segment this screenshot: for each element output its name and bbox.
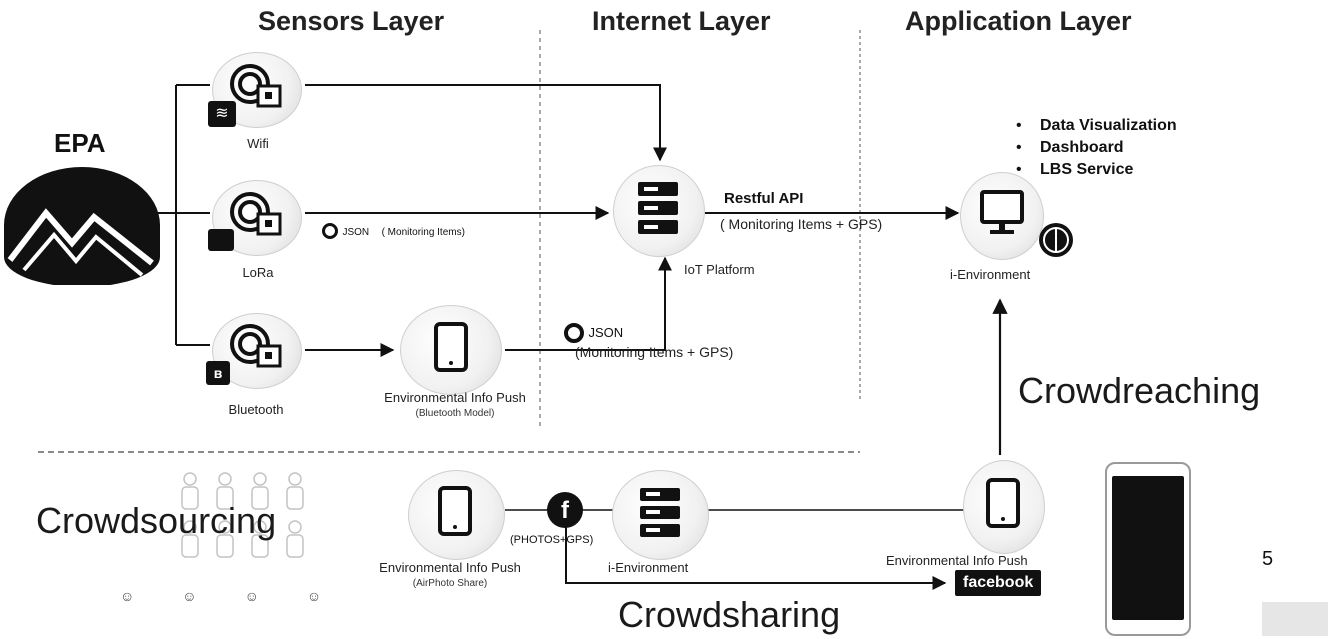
json-icon xyxy=(564,323,584,343)
application-layer-title: Application Layer xyxy=(905,6,1132,36)
internet-layer-title: Internet Layer xyxy=(592,6,771,36)
server-icon xyxy=(640,488,680,537)
bluetooth-json-text: (Monitoring Items + GPS) xyxy=(575,344,734,360)
env-push-right-label: Environmental Info Push xyxy=(886,553,1028,568)
sensor-icon xyxy=(230,324,282,368)
crowd-people-icon xyxy=(170,465,320,565)
tablet-icon xyxy=(438,486,472,536)
wifi-label: Wifi xyxy=(247,136,269,151)
i-environment-bottom-label: i-Environment xyxy=(608,560,689,575)
lora-json-tag: JSON xyxy=(342,227,370,238)
face-icons: ☺☺☺☺ xyxy=(120,588,370,604)
phone-screenshot xyxy=(1105,462,1191,636)
sensors-layer-title: Sensors Layer xyxy=(258,6,445,36)
epa-label: EPA xyxy=(54,128,106,158)
feature-item: Data Visualization xyxy=(1016,115,1177,137)
wifi-icon: ≋ xyxy=(208,101,236,127)
restful-api-title: Restful API xyxy=(724,190,804,207)
feature-item: LBS Service xyxy=(1016,159,1177,181)
i-environment-top-label: i-Environment xyxy=(950,267,1031,282)
corner-logo xyxy=(1262,602,1328,636)
monitor-icon xyxy=(980,190,1024,234)
mountain-icon xyxy=(4,167,160,285)
globe-icon xyxy=(1039,223,1073,257)
photos-gps-label: (PHOTOS+GPS) xyxy=(510,534,594,546)
sensor-icon xyxy=(230,192,282,236)
lora-icon xyxy=(208,229,234,251)
slide-number: 5 xyxy=(1262,548,1274,570)
application-features: Data Visualization Dashboard LBS Service xyxy=(1016,115,1177,181)
crowdsourcing-label: Crowdsourcing xyxy=(36,500,277,541)
env-push-airphoto-label: Environmental Info Push xyxy=(379,560,521,575)
env-push-bluetooth-sub: (Bluetooth Model) xyxy=(415,408,495,419)
bluetooth-json-note: JSON xyxy=(564,323,623,343)
facebook-icon: f xyxy=(547,492,583,528)
tablet-icon xyxy=(434,322,468,372)
crowdsharing-line xyxy=(565,518,947,590)
bluetooth-json-tag: JSON xyxy=(588,325,624,341)
sensor-icon xyxy=(230,64,282,108)
env-push-bluetooth-label: Environmental Info Push xyxy=(384,390,526,405)
feature-item: Dashboard xyxy=(1016,137,1177,159)
phone-screen xyxy=(1112,476,1184,620)
bluetooth-icon: ʙ xyxy=(206,361,230,385)
server-icon xyxy=(638,182,678,234)
env-push-airphoto-sub: (AirPhoto Share) xyxy=(412,578,488,589)
wifi-to-iot-line xyxy=(305,84,667,162)
epa-logo: EPA xyxy=(2,128,162,288)
lora-json-note: JSON ( Monitoring Items) xyxy=(322,222,465,240)
lora-label: LoRa xyxy=(242,265,274,280)
facebook-badge: facebook xyxy=(955,570,1042,596)
push-to-iot-line xyxy=(505,256,672,351)
lora-json-text: ( Monitoring Items) xyxy=(381,227,465,238)
json-icon xyxy=(322,222,338,239)
iot-platform-label: IoT Platform xyxy=(684,262,755,277)
crowdreaching-label: Crowdreaching xyxy=(1018,370,1261,411)
tablet-icon xyxy=(986,478,1020,528)
crowdsharing-label: Crowdsharing xyxy=(618,594,841,635)
bluetooth-label: Bluetooth xyxy=(228,402,284,417)
restful-api-detail: ( Monitoring Items + GPS) xyxy=(720,216,883,232)
